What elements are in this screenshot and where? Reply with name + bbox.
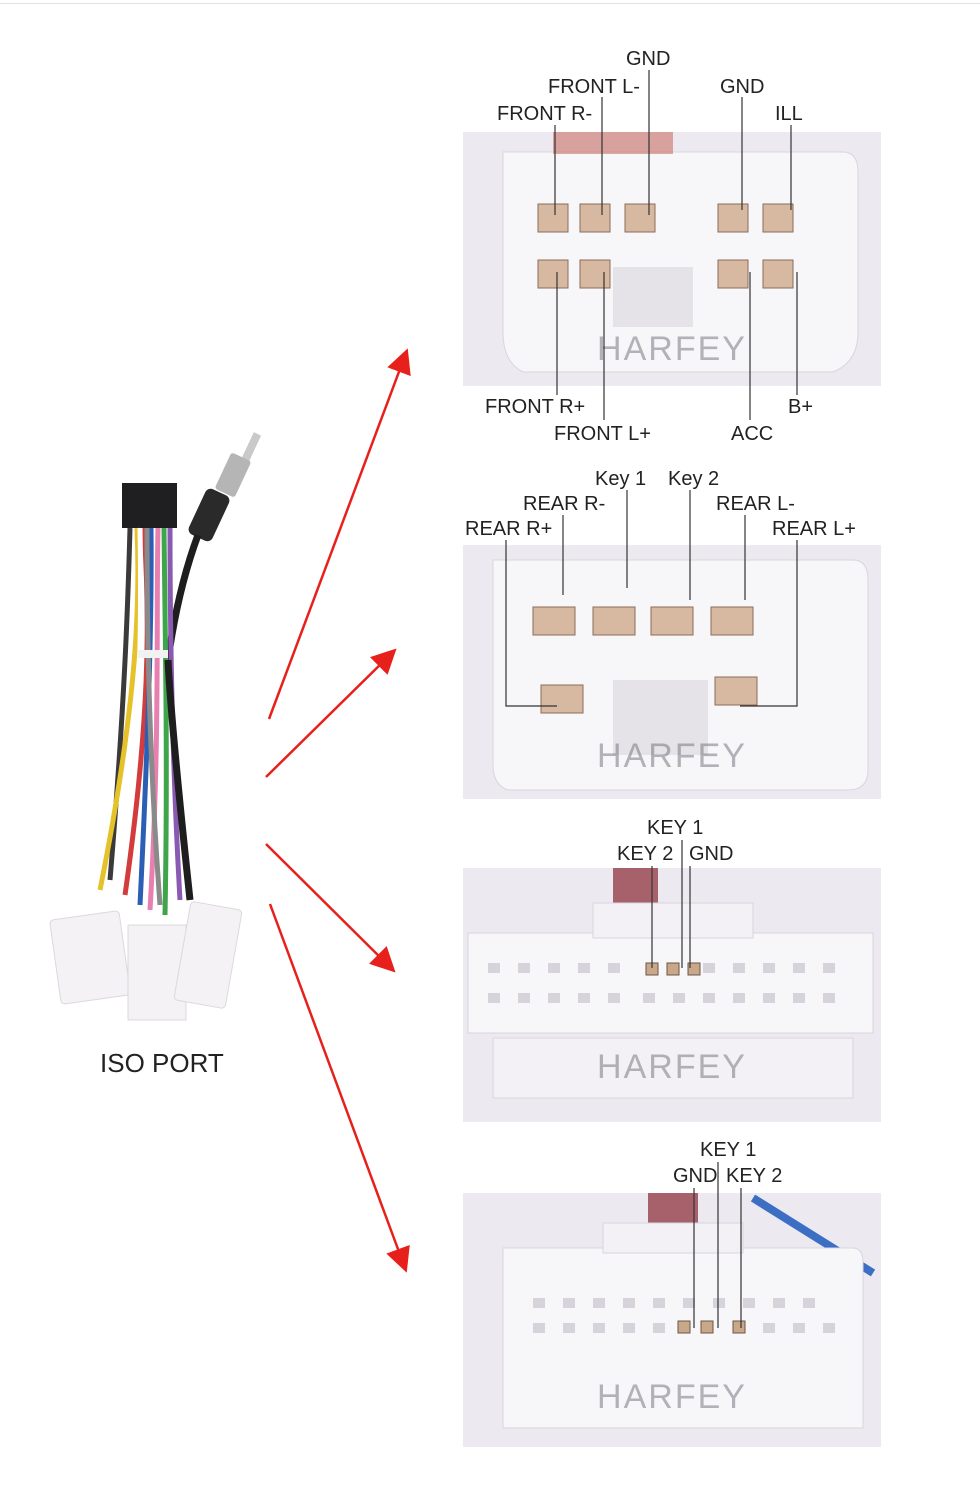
- label-rear-r-plus: REAR R+: [465, 518, 553, 540]
- watermark: HARFEY: [597, 1378, 747, 1416]
- label-key2: KEY 2: [617, 843, 674, 865]
- watermark: HARFEY: [597, 1048, 747, 1086]
- label-key2: Key 2: [668, 468, 720, 490]
- label-front-r-plus: FRONT R+: [485, 396, 586, 418]
- iso-port-label: ISO PORT: [100, 1048, 224, 1078]
- label-key1: Key 1: [595, 468, 647, 490]
- cable-tie: [138, 650, 168, 658]
- wire-bundle: [97, 527, 194, 916]
- label-front-l-plus: FRONT L+: [554, 423, 651, 445]
- connector-3-panel: HARFEY: [463, 868, 881, 1122]
- label-key2: KEY 2: [726, 1165, 783, 1187]
- label-key1: KEY 1: [647, 817, 704, 839]
- arrow-to-connector-1: [267, 348, 411, 720]
- label-front-r-minus: FRONT R-: [497, 103, 593, 125]
- bottom-connectors: [49, 901, 243, 1021]
- label-acc: ACC: [731, 423, 774, 445]
- label-front-l-minus: FRONT L-: [548, 76, 640, 98]
- label-gnd: GND: [689, 843, 734, 865]
- watermark: HARFEY: [597, 737, 747, 775]
- label-gnd: GND: [673, 1165, 718, 1187]
- label-key1: KEY 1: [700, 1139, 757, 1161]
- connector-1-panel: HARFEY: [463, 132, 881, 386]
- label-b-plus: B+: [788, 396, 814, 418]
- antenna-plug: [164, 432, 262, 661]
- arrow-to-connector-3: [265, 843, 396, 973]
- arrow-to-connector-4: [268, 903, 410, 1273]
- label-rear-l-plus: REAR L+: [772, 518, 856, 540]
- top-plug: [122, 483, 177, 528]
- label-ill: ILL: [775, 103, 803, 125]
- arrow-to-connector-2: [265, 648, 397, 778]
- label-gnd-top: GND: [626, 48, 671, 70]
- connector-4-panel: HARFEY: [463, 1193, 881, 1447]
- label-rear-l-minus: REAR L-: [716, 493, 795, 515]
- connector-2-panel: HARFEY: [463, 545, 881, 799]
- watermark: HARFEY: [597, 330, 747, 368]
- label-rear-r-minus: REAR R-: [523, 493, 606, 515]
- label-gnd-right: GND: [720, 76, 765, 98]
- top-divider: [0, 3, 980, 4]
